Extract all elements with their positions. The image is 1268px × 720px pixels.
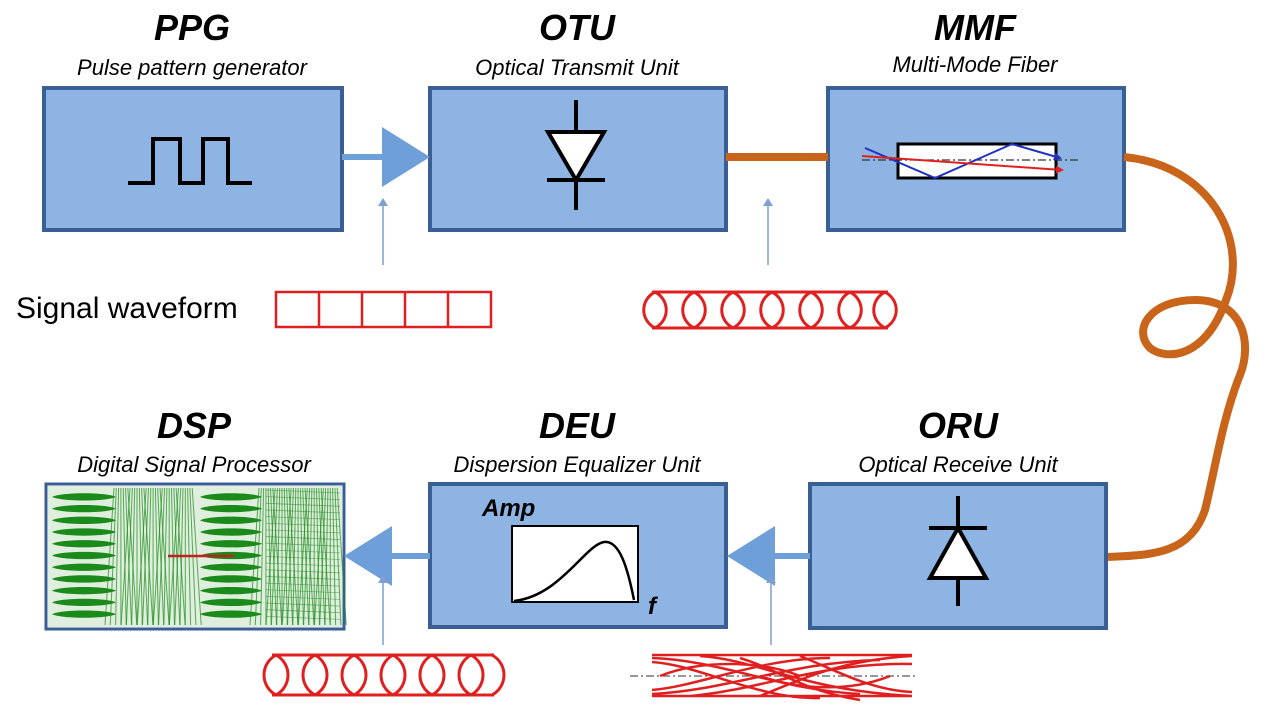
mmf-subtitle: Multi-Mode Fiber — [892, 52, 1059, 77]
otu-block — [428, 86, 728, 232]
photodiode-icon — [926, 496, 990, 606]
ppg-block — [42, 86, 344, 232]
deu-title: DEU — [539, 405, 616, 446]
oru-block — [808, 482, 1108, 630]
mmf-block — [826, 86, 1126, 232]
amp-axis-label: Amp — [481, 495, 535, 522]
otu-title: OTU — [539, 7, 616, 48]
eye-diagram-image — [48, 486, 347, 627]
mmf-title: MMF — [934, 7, 1017, 48]
otu-output-eye-pattern — [642, 290, 898, 330]
dsp-block — [44, 482, 347, 631]
ppg-subtitle: Pulse pattern generator — [77, 55, 309, 80]
otu-subtitle: Optical Transmit Unit — [475, 55, 680, 80]
equalized-eye-pattern — [262, 653, 506, 697]
ppg-title: PPG — [154, 7, 230, 48]
ideal-signal-waveform — [274, 290, 493, 329]
dsp-subtitle: Digital Signal Processor — [77, 452, 312, 477]
oru-subtitle: Optical Receive Unit — [858, 452, 1058, 477]
pulse-pattern-icon — [128, 137, 252, 185]
distorted-eye-pattern — [630, 653, 918, 702]
signal-waveform-label: Signal waveform — [16, 292, 238, 325]
deu-block: Amp f — [428, 482, 728, 629]
deu-subtitle: Dispersion Equalizer Unit — [454, 452, 702, 477]
laser-diode-icon — [544, 100, 608, 210]
fiber-spool — [1107, 153, 1250, 561]
dsp-title: DSP — [157, 405, 232, 446]
frequency-axis-label: f — [648, 593, 658, 620]
oru-title: ORU — [918, 405, 999, 446]
fiber-ray-icon — [861, 142, 1080, 180]
equalizer-response-plot — [511, 525, 639, 603]
